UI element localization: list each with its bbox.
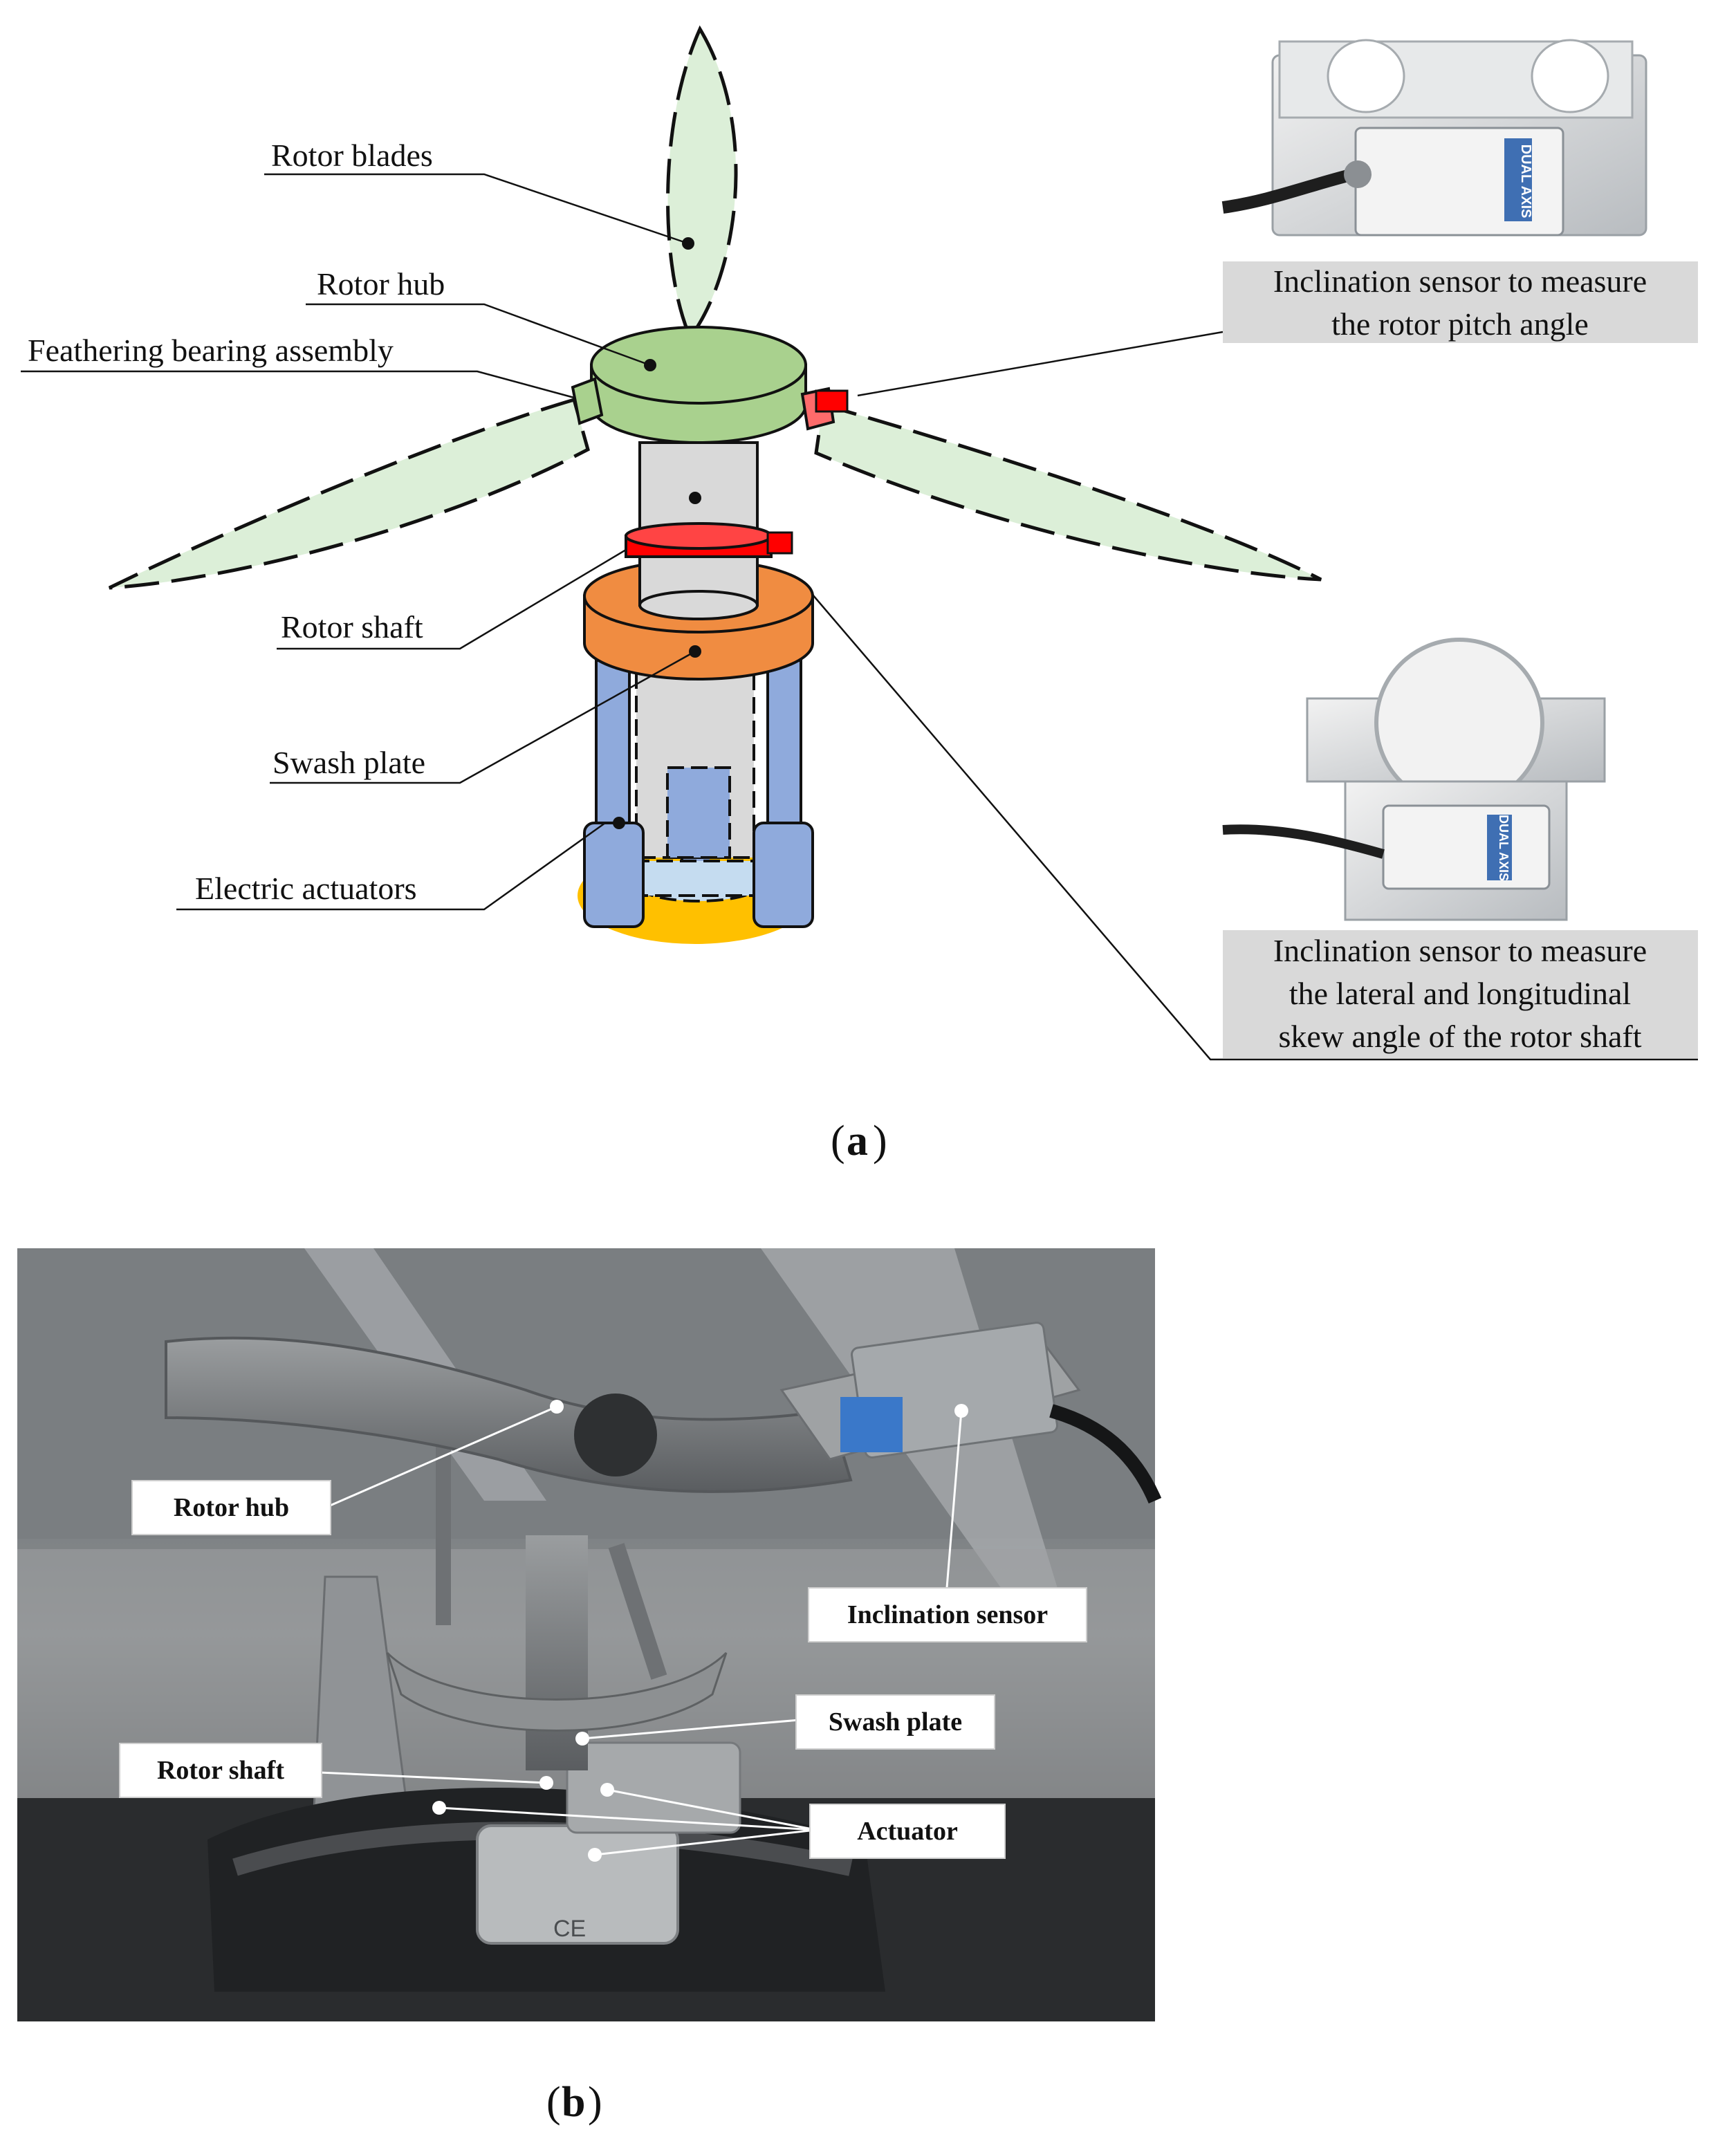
panel-a-close-paren: ): [873, 1118, 887, 1165]
inner-actuator: [666, 766, 731, 859]
callout-actuator: Actuator: [809, 1804, 1006, 1859]
skew-sensor-device-text: DUAL AXIS: [1497, 815, 1511, 881]
pitch-sensor-mount: [815, 389, 849, 413]
skew-sensor-caption-line2: the lateral and longitudinal: [1289, 976, 1631, 1011]
rotor-blade-right: [814, 402, 1322, 582]
actuator-left: [583, 822, 645, 928]
panel-b-label: b: [562, 2079, 585, 2126]
inner-disc-body: [631, 860, 766, 897]
rotor-blade-left: [108, 397, 590, 590]
actuator-right-rod: [766, 659, 802, 831]
pitch-sensor-device-text: DUAL AXIS: [1518, 145, 1533, 219]
panel-b-open-paren: (: [546, 2079, 561, 2126]
rotor-shaft-bottom: [638, 590, 759, 620]
panel-a-label: a: [847, 1118, 868, 1165]
skew-sensor-caption-line3: skew angle of the rotor shaft: [1278, 1019, 1641, 1054]
callout-dots-a: [613, 237, 701, 829]
pitch-sensor-caption-line2: the rotor pitch angle: [1331, 306, 1589, 342]
rotor-hub: [590, 326, 807, 405]
skew-sensor-caption-bg: [1223, 930, 1698, 1058]
panel-a-open-paren: (: [831, 1118, 845, 1165]
callout-swash-plate: Swash plate: [795, 1694, 995, 1750]
rotor-blade-top: [666, 25, 738, 341]
pitch-sensor-caption-line1: Inclination sensor to measure: [1273, 263, 1647, 299]
label-rotor-hub: Rotor hub: [317, 266, 445, 302]
label-swash-plate: Swash plate: [273, 745, 425, 780]
actuator-ce-mark: CE: [553, 1916, 586, 1942]
leader-lines-b: [319, 1405, 963, 1856]
label-feathering-bearing: Feathering bearing assembly: [28, 333, 394, 368]
callout-rotor-shaft: Rotor shaft: [119, 1743, 322, 1798]
leader-lines-a: [21, 173, 1698, 1061]
callout-rotor-hub: Rotor hub: [131, 1480, 331, 1535]
shaft-clamp-top: [625, 522, 773, 550]
feathering-bearing-left: [571, 377, 604, 425]
actuator-right: [752, 822, 814, 928]
pitch-sensor-photo: DUAL AXIS: [1221, 21, 1698, 261]
rotor-shaft: [638, 441, 759, 607]
pitch-sensor-caption-bg: [1223, 261, 1698, 343]
rotor-schematic: [108, 25, 1322, 944]
label-rotor-blades: Rotor blades: [271, 138, 433, 173]
shaft-clamp-tab: [766, 531, 793, 555]
panel-b-close-paren: ): [588, 2079, 602, 2126]
callout-dots-b: [432, 1400, 968, 1862]
actuator-left-rod: [595, 659, 631, 831]
skew-sensor-photo: DUAL AXIS: [1222, 604, 1698, 930]
skew-sensor-caption-line1: Inclination sensor to measure: [1273, 933, 1647, 968]
label-electric-actuators: Electric actuators: [195, 871, 417, 906]
label-rotor-shaft: Rotor shaft: [281, 609, 423, 645]
callout-inclination-sensor: Inclination sensor: [808, 1587, 1087, 1642]
